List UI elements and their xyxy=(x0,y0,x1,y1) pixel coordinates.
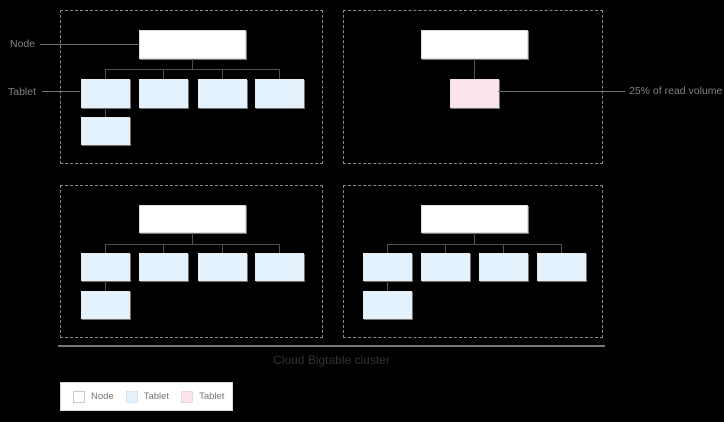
connector-line xyxy=(105,244,106,253)
connector-line xyxy=(387,244,388,253)
tablet-box xyxy=(81,79,130,108)
connector-line xyxy=(222,69,223,79)
tablet-box xyxy=(81,253,130,281)
legend-item-node: Node xyxy=(73,390,114,403)
connector-line xyxy=(503,244,504,253)
node-box xyxy=(139,30,246,59)
connector-line xyxy=(105,108,106,117)
connector-line xyxy=(105,244,280,245)
tablet-pointer-label: Tablet xyxy=(8,86,37,98)
tablet-pointer-line xyxy=(42,91,80,92)
connector-line xyxy=(105,281,106,291)
connector-line xyxy=(192,233,193,244)
tablet-box xyxy=(81,291,130,319)
node-panel-2 xyxy=(343,10,603,164)
tablet-box xyxy=(81,117,130,145)
connector-line xyxy=(279,69,280,79)
node-panel-1 xyxy=(60,10,323,164)
tablet-box xyxy=(139,79,188,108)
tablet-box xyxy=(363,253,412,281)
connector-line xyxy=(474,233,475,244)
connector-line xyxy=(561,244,562,253)
hot-tablet-box xyxy=(450,79,499,108)
legend-label: Tablet xyxy=(143,391,170,402)
hot-tablet-note: 25% of read volume xyxy=(629,85,723,97)
tablet-box xyxy=(255,79,304,108)
tablet-box xyxy=(479,253,528,281)
connector-line xyxy=(163,69,164,79)
node-box xyxy=(139,205,246,233)
tablet-box xyxy=(537,253,586,281)
legend-item-hot-tablet: Tablet xyxy=(181,390,225,403)
legend-item-tablet: Tablet xyxy=(125,390,170,403)
cluster-title: Cloud Bigtable cluster xyxy=(273,353,390,367)
node-pointer-line xyxy=(40,44,138,45)
node-box xyxy=(421,30,528,59)
tablet-box xyxy=(363,291,412,319)
tablet-box xyxy=(198,79,247,108)
tablet-box xyxy=(255,253,304,281)
hot-tablet-pointer-line xyxy=(498,91,625,92)
cluster-divider-line xyxy=(58,345,605,347)
hot-tablet-swatch-icon xyxy=(181,390,194,403)
connector-line xyxy=(105,69,280,70)
connector-line xyxy=(279,244,280,253)
tablet-box xyxy=(198,253,247,281)
connector-line xyxy=(474,59,475,79)
node-pointer-label: Node xyxy=(10,38,36,50)
connector-line xyxy=(387,281,388,291)
tablet-swatch-icon xyxy=(125,390,138,403)
connector-line xyxy=(192,59,193,69)
legend-label: Node xyxy=(91,391,114,402)
legend: Node Tablet Tablet xyxy=(60,382,233,411)
tablet-box xyxy=(421,253,470,281)
connector-line xyxy=(105,69,106,79)
node-swatch-icon xyxy=(73,390,85,403)
connector-line xyxy=(387,244,562,245)
tablet-box xyxy=(139,253,188,281)
connector-line xyxy=(222,244,223,253)
legend-label: Tablet xyxy=(199,391,225,402)
connector-line xyxy=(163,244,164,253)
node-panel-3 xyxy=(60,185,323,338)
node-box xyxy=(421,205,528,233)
node-panel-4 xyxy=(343,185,603,338)
connector-line xyxy=(445,244,446,253)
